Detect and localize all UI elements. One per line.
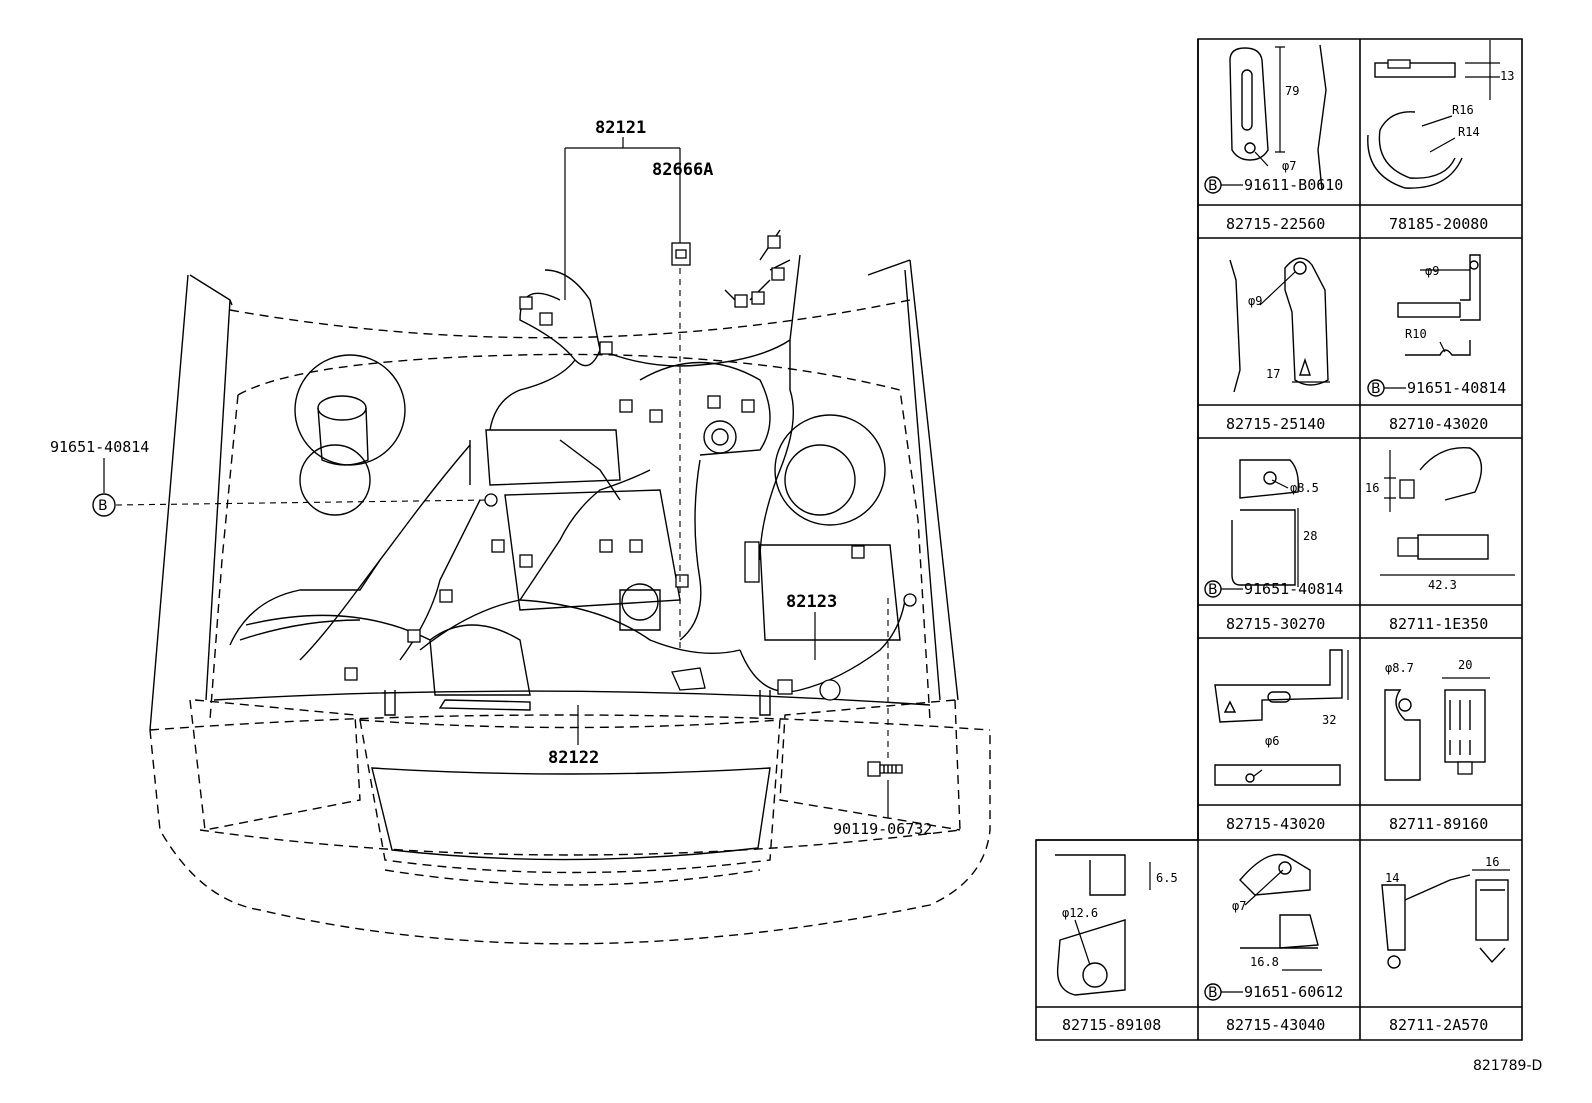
clamp-cell-82715-30270: φ8.5 28 B 91651-40814 82715-30270 (1204, 459, 1343, 633)
cell5-bolt-marker: B (1208, 582, 1218, 598)
dim-16-8: 16.8 (1250, 955, 1279, 969)
dim-42-3: 42.3 (1428, 578, 1457, 592)
dim-phi12-6: φ12.6 (1062, 906, 1098, 920)
clamp-parts-grid: 79 φ7 B 91611-B0610 82715-22560 13 R16 R… (1035, 38, 1523, 1041)
clamp-cell-82715-43020: 32 φ6 82715-43020 (1214, 649, 1349, 833)
cell4-bolt-marker: B (1371, 381, 1381, 397)
cell5-bolt: 91651-40814 (1244, 580, 1343, 598)
bolt-marker-b-label: B (98, 498, 108, 514)
dim-79: 79 (1285, 84, 1299, 98)
wire-harness (239, 229, 917, 701)
label-82121: 82121 (595, 118, 646, 138)
clamp-cell-82715-25140: φ9 17 82715-25140 (1226, 257, 1330, 433)
part-82715-30270: 82715-30270 (1226, 615, 1325, 633)
dim-14: 14 (1385, 871, 1399, 885)
dim-28: 28 (1303, 529, 1317, 543)
main-callouts: 82121 82666A 82123 82122 91651-40814 B 9… (50, 118, 932, 838)
clamp-cell-78185-20080: 13 R16 R14 78185-20080 (1367, 40, 1514, 233)
part-82715-25140: 82715-25140 (1226, 415, 1325, 433)
dim-20: 20 (1458, 658, 1472, 672)
part-82711-2a570: 82711-2A570 (1389, 1016, 1488, 1034)
part-82715-43040: 82715-43040 (1226, 1016, 1325, 1034)
dim-phi8-5: φ8.5 (1290, 481, 1319, 495)
dim-17: 17 (1266, 367, 1280, 381)
part-82715-22560: 82715-22560 (1226, 215, 1325, 233)
part-82715-89108: 82715-89108 (1062, 1016, 1161, 1034)
dim-r10: R10 (1405, 327, 1427, 341)
part-82710-43020: 82710-43020 (1389, 415, 1488, 433)
cell1-bolt: 91611-B0610 (1244, 176, 1343, 194)
dim-phi7-b: φ7 (1232, 899, 1246, 913)
dim-16-b: 16 (1485, 855, 1499, 869)
part-82711-89160: 82711-89160 (1389, 815, 1488, 833)
part-82711-1e350: 82711-1E350 (1389, 615, 1488, 633)
bolt-marker-b-icon (92, 493, 116, 517)
label-82122: 82122 (548, 748, 599, 768)
dim-phi9-b: φ9 (1425, 264, 1439, 278)
diagram-reference: 821789-D (1473, 1058, 1542, 1074)
dim-32: 32 (1322, 713, 1336, 727)
label-82666a: 82666A (652, 160, 713, 180)
clamp-cell-82711-1e350: 16 42.3 82711-1E350 (1365, 446, 1515, 633)
vehicle-front-illustration (149, 259, 991, 945)
dim-16-a: 16 (1365, 481, 1379, 495)
dim-phi6: φ6 (1265, 734, 1279, 748)
clamp-cell-82711-89160: φ8.7 20 82711-89160 (1384, 658, 1490, 833)
dim-13: 13 (1500, 69, 1514, 83)
clamp-cell-82715-89108: 6.5 φ12.6 82715-89108 (1055, 854, 1178, 1034)
cell10-bolt-marker: B (1208, 985, 1218, 1001)
label-82123: 82123 (786, 592, 837, 612)
dim-phi9-a: φ9 (1248, 294, 1262, 308)
dim-phi8-7: φ8.7 (1385, 661, 1414, 675)
clamp-cell-82710-43020: φ9 R10 B 91651-40814 82710-43020 (1367, 254, 1506, 433)
dim-r14: R14 (1458, 125, 1480, 139)
clamp-cell-82715-43040: φ7 16.8 B 91651-60612 82715-43040 (1204, 853, 1343, 1034)
dim-phi7-a: φ7 (1282, 159, 1296, 173)
dim-6-5: 6.5 (1156, 871, 1178, 885)
cell4-bolt: 91651-40814 (1407, 379, 1506, 397)
part-82715-43020: 82715-43020 (1226, 815, 1325, 833)
clamp-cell-82715-22560: 79 φ7 B 91611-B0610 82715-22560 (1204, 44, 1343, 233)
dim-r16: R16 (1452, 103, 1474, 117)
part-78185-20080: 78185-20080 (1389, 215, 1488, 233)
cell10-bolt: 91651-60612 (1244, 983, 1343, 1001)
clamp-cell-82711-2a570: 14 16 82711-2A570 (1381, 855, 1510, 1034)
label-90119-06732: 90119-06732 (833, 820, 932, 838)
bolt-90119-icon (867, 761, 903, 777)
label-91651-40814: 91651-40814 (50, 438, 149, 456)
cell1-bolt-marker: B (1208, 178, 1218, 194)
